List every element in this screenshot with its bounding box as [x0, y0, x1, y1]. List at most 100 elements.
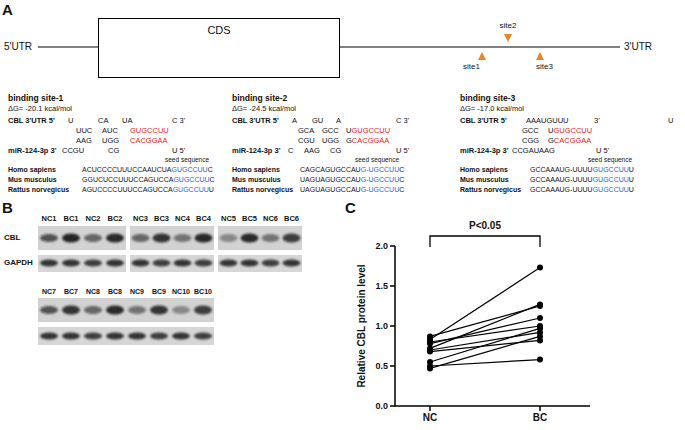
protein-label: CBL [4, 233, 20, 242]
sequence-text: CA [98, 116, 108, 125]
tick-label: 1.5 [375, 281, 388, 291]
sequence-text: GCCAAAUG-UUUU [530, 166, 593, 173]
text-group: GAPDH [4, 259, 33, 267]
text-group: AAAUGUUU [526, 117, 569, 125]
text-group: CBL 3'UTR 5' [232, 117, 279, 125]
site-label: site2 [500, 21, 517, 30]
text-group: CCGAUAAG [512, 147, 555, 155]
text-group: binding site-1 [8, 94, 63, 103]
text-group: CCGU [62, 147, 84, 155]
text-group: Homo sapiens [8, 166, 56, 173]
species-name: Rattus norvegicus [232, 186, 293, 193]
text-group: UGUGCCUU [346, 127, 390, 135]
sequence-text: C 3' [396, 116, 409, 125]
text-group: seed sequence [165, 157, 209, 164]
lane-label: BC4 [196, 214, 211, 223]
text-group: NC10 [172, 288, 190, 295]
seed-label: seed sequence [588, 156, 632, 163]
sequence-text: A [292, 116, 297, 125]
sequence-text: UUC [76, 126, 92, 135]
text-group: NC9 [130, 288, 144, 295]
energy-value: ΔG= -17.0 kcal/mol [460, 104, 524, 113]
sequence-text: CGG [522, 136, 539, 145]
text-group: NC5 [221, 215, 236, 223]
strand-label: miR-124-3p 3' [8, 146, 56, 155]
text-group: UUC [76, 127, 92, 135]
sequence-text: GCCAAAUG-UUUU [530, 186, 593, 193]
strand-label: CBL 3'UTR 5' [232, 116, 279, 125]
sequence-text: GCA [298, 126, 314, 135]
site-heading: binding site-2 [232, 93, 287, 103]
panel-letter: C [345, 199, 356, 216]
text-group: miR-124-3p 3' [8, 147, 56, 155]
seed-label: seed sequence [355, 156, 399, 163]
text-group: 3' [594, 117, 600, 125]
text-group: BC1 [63, 215, 78, 223]
sequence-text: CACGGAA [352, 136, 390, 145]
text-group: Mus musculus [232, 176, 281, 183]
sequence-text: CACGGAA [554, 136, 592, 145]
text-group: GCA [298, 127, 314, 135]
text-group: NC [423, 413, 437, 423]
site-marker [478, 52, 486, 60]
text-group: CA [98, 117, 108, 125]
text-group: U 5' [396, 147, 409, 155]
text-group: GCCAAAUG-UUUUGUGCCUUU [530, 176, 634, 183]
strand-label: CBL 3'UTR 5' [460, 116, 507, 125]
text-group: UGG [102, 137, 119, 145]
sequence-text: 3' [594, 116, 600, 125]
sequence-text: GUGCCUU [593, 166, 629, 173]
text-group: B [2, 200, 13, 215]
text-group: U [668, 117, 673, 125]
site-label: site1 [463, 62, 480, 71]
sequence-text: ACUCCCCUUUCCAAUCUA [82, 166, 171, 173]
text-group: 5'UTR [4, 42, 32, 52]
sequence-text: G [346, 136, 352, 145]
sequence-text: G-UGCCUU [361, 186, 400, 193]
significance-label: P<0.05 [469, 220, 501, 231]
lane-label: NC9 [130, 288, 144, 295]
sequence-text: G-UGCCUU [361, 176, 400, 183]
text-group: CACGGAA [130, 137, 168, 145]
sequence-text: U [68, 116, 73, 125]
lane-label: BC8 [108, 288, 122, 295]
text-group: 0.5 [375, 362, 388, 371]
lane-label: BC9 [152, 288, 166, 295]
text-group: 2.0 [375, 242, 388, 251]
sequence-text: U [346, 126, 351, 135]
sequence-text: CAGCAGUGCCAU [300, 166, 361, 173]
text-group: U [68, 117, 73, 125]
lane-label: BC3 [154, 214, 169, 223]
lane-label: NC7 [42, 288, 56, 295]
text-group: Rattus norvegicus [460, 186, 521, 193]
text-group: A [292, 117, 297, 125]
site-heading: binding site-3 [460, 93, 515, 103]
text-group: NC1 [41, 215, 56, 223]
site-marker [504, 34, 512, 42]
site-label: site3 [536, 62, 553, 71]
text-group: BC7 [64, 288, 78, 295]
text-group: GU [312, 117, 323, 125]
text-group: AAG [304, 147, 320, 155]
sequence-text: AAAUGUUU [526, 116, 569, 125]
text-group: CAGCAGUGCCAUG-UGCCUUC [300, 166, 404, 173]
text-group: GCCAAAUG-UUUUGUGCCUUU [530, 166, 634, 173]
text-group: BC5 [242, 215, 257, 223]
tick-label: 0.5 [375, 361, 388, 371]
lane-label: NC6 [263, 214, 278, 223]
axis-title: Relative CBL protein level [356, 264, 367, 387]
tick-label: 2.0 [375, 241, 388, 251]
text-group: ΔG= -20.1 kcal/mol [8, 105, 72, 113]
species-name: Mus musculus [8, 176, 57, 183]
text-group: site1 [463, 63, 480, 71]
text-group: C 3' [172, 117, 185, 125]
sequence-text: GUGCCUU [173, 176, 209, 183]
cds-box: CDS [98, 18, 340, 78]
axis-label: NC [423, 412, 437, 423]
sequence-text: UGG [322, 136, 339, 145]
species-name: Mus musculus [460, 176, 509, 183]
text-group: Homo sapiens [460, 166, 508, 173]
text-group: AAG [76, 137, 92, 145]
sequence-text: U [209, 186, 214, 193]
